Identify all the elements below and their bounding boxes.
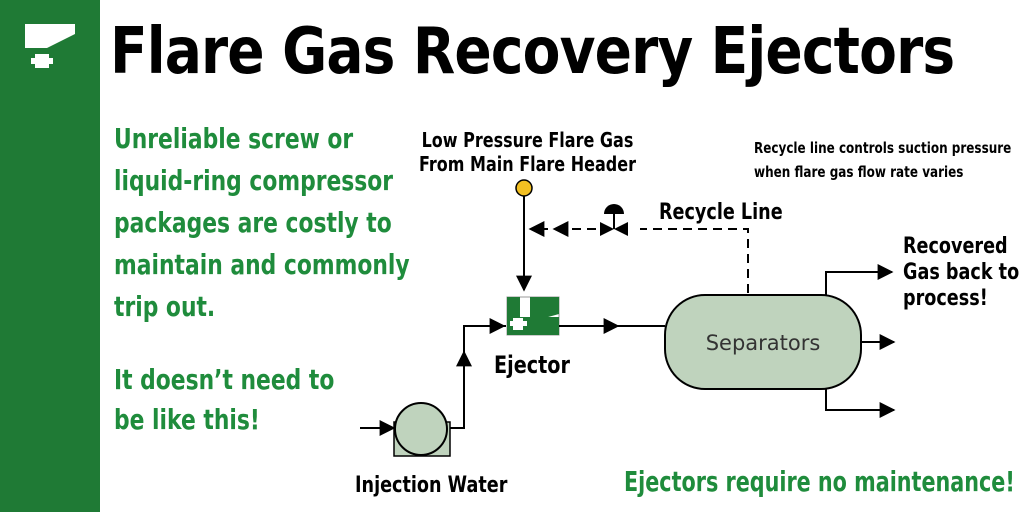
flare-gas-source-label: Low Pressure Flare Gas From Main Flare H…	[419, 128, 636, 176]
lead-line: packages are costly to	[114, 206, 392, 239]
injection-water-label: Injection Water	[355, 473, 508, 498]
recovered-gas-line-text: Gas back to	[903, 260, 1020, 285]
tagline: Ejectors require no maintenance!	[624, 465, 1015, 498]
water-outlet-line	[825, 389, 896, 418]
recycle-note: Recycle line controls suction pressure w…	[754, 136, 1011, 184]
recycle-note-line: Recycle line controls suction pressure	[754, 139, 1012, 157]
recovered-gas-line-text: Recovered	[903, 234, 1008, 259]
flare-gas-source-line: Low Pressure Flare Gas	[421, 128, 634, 152]
second-paragraph: It doesn’t need to be like this!	[114, 360, 335, 440]
recovered-gas-line-text: process!	[903, 286, 988, 311]
flare-gas-source-line: From Main Flare Header	[419, 152, 636, 176]
lead-line: liquid-ring compressor	[114, 164, 394, 197]
recovered-gas-line	[825, 264, 894, 295]
separator-label: Separators	[706, 331, 821, 355]
recycle-note-line: when flare gas flow rate varies	[754, 163, 964, 181]
control-valve-icon	[600, 204, 628, 236]
ejector-icon	[506, 296, 560, 336]
lead-line: trip out.	[114, 290, 216, 323]
gauge-node-icon	[515, 179, 533, 197]
recovered-gas-label: Recovered Gas back to process!	[903, 234, 1019, 312]
lead2-line: be like this!	[114, 403, 260, 436]
brand-sidebar	[0, 0, 100, 512]
lead-line: Unreliable screw or	[114, 122, 354, 155]
page-title: Flare Gas Recovery Ejectors	[110, 15, 955, 89]
recycle-line	[640, 228, 749, 308]
ejector-label: Ejector	[494, 351, 570, 379]
lead2-line: It doesn’t need to	[114, 363, 335, 396]
lead-paragraph: Unreliable screw or liquid-ring compress…	[114, 118, 410, 328]
pump-icon	[393, 402, 451, 457]
recycle-line-label: Recycle Line	[659, 200, 783, 225]
company-logo-icon	[25, 24, 75, 78]
